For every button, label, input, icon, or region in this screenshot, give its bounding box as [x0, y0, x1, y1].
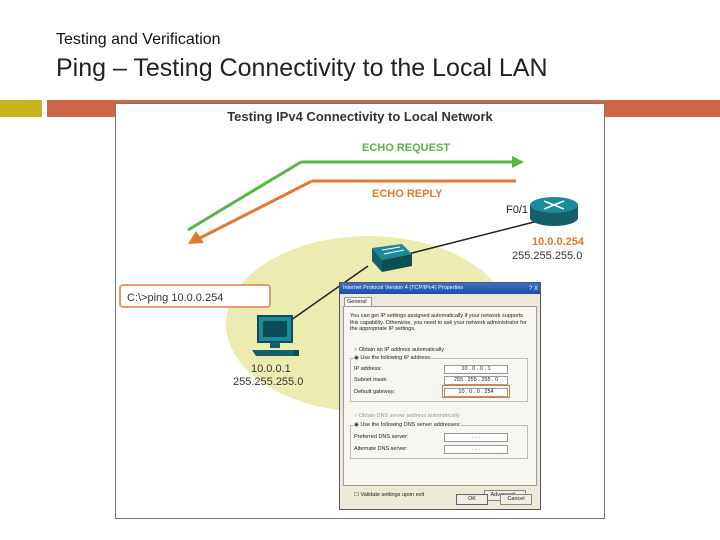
router-ip-label: 10.0.0.254: [532, 236, 584, 248]
use-following-ip-radio[interactable]: ◉ Use the following IP address:: [354, 355, 431, 361]
pc-icon: [252, 316, 299, 356]
switch-icon: [372, 244, 412, 272]
slide-title: Ping – Testing Connectivity to the Local…: [56, 54, 548, 83]
validate-settings-checkbox[interactable]: ☐ Validate settings upon exit: [354, 492, 424, 498]
dialog-titlebar: Internet Protocol Version 4 (TCP/IPv4) P…: [340, 283, 540, 294]
preferred-dns-label: Preferred DNS server:: [354, 434, 408, 440]
echo-request-label: ECHO REQUEST: [362, 142, 450, 154]
use-following-dns-radio[interactable]: ◉ Use the following DNS server addresses…: [354, 422, 461, 428]
default-gateway-label: Default gateway:: [354, 389, 395, 395]
network-figure: Testing IPv4 Connectivity to Local Netwo…: [115, 103, 605, 519]
alternate-dns-label: Alternate DNS server:: [354, 446, 408, 452]
subnet-mask-field[interactable]: 255 . 255 . 255 . 0: [444, 376, 508, 385]
router-mask-label: 255.255.255.0: [512, 250, 582, 262]
alternate-dns-field[interactable]: . . .: [444, 445, 508, 454]
preferred-dns-field[interactable]: . . .: [444, 433, 508, 442]
echo-reply-arrow: [188, 181, 516, 244]
ipv4-properties-dialog: Internet Protocol Version 4 (TCP/IPv4) P…: [339, 282, 541, 510]
ping-command-box: C:\>ping 10.0.0.254: [119, 284, 271, 308]
ip-address-label: IP address:: [354, 366, 382, 372]
gateway-highlight: [442, 385, 510, 398]
obtain-ip-auto-radio[interactable]: ○ Obtain an IP address automatically: [354, 347, 444, 353]
accent-bar-left: [0, 100, 42, 117]
pc-mask-label: 255.255.255.0: [233, 376, 303, 388]
ip-address-field[interactable]: 10 . 0 . 0 . 1: [444, 365, 508, 374]
ok-button[interactable]: OK: [456, 494, 488, 505]
dialog-panel: You can get IP settings assigned automat…: [343, 306, 537, 486]
cancel-button[interactable]: Cancel: [500, 494, 532, 505]
obtain-dns-auto-radio[interactable]: ○ Obtain DNS server address automaticall…: [354, 413, 460, 419]
router-icon: [530, 197, 578, 226]
router-interface-label: F0/1: [506, 204, 528, 216]
subnet-mask-label: Subnet mask:: [354, 377, 388, 383]
pc-ip-label: 10.0.0.1: [251, 363, 291, 375]
echo-reply-label: ECHO REPLY: [372, 188, 443, 200]
dialog-title-buttons[interactable]: ? X: [529, 284, 538, 295]
dialog-title: Internet Protocol Version 4 (TCP/IPv4) P…: [343, 285, 463, 291]
dialog-description: You can get IP settings assigned automat…: [350, 313, 528, 333]
slide-subtitle: Testing and Verification: [56, 31, 221, 49]
